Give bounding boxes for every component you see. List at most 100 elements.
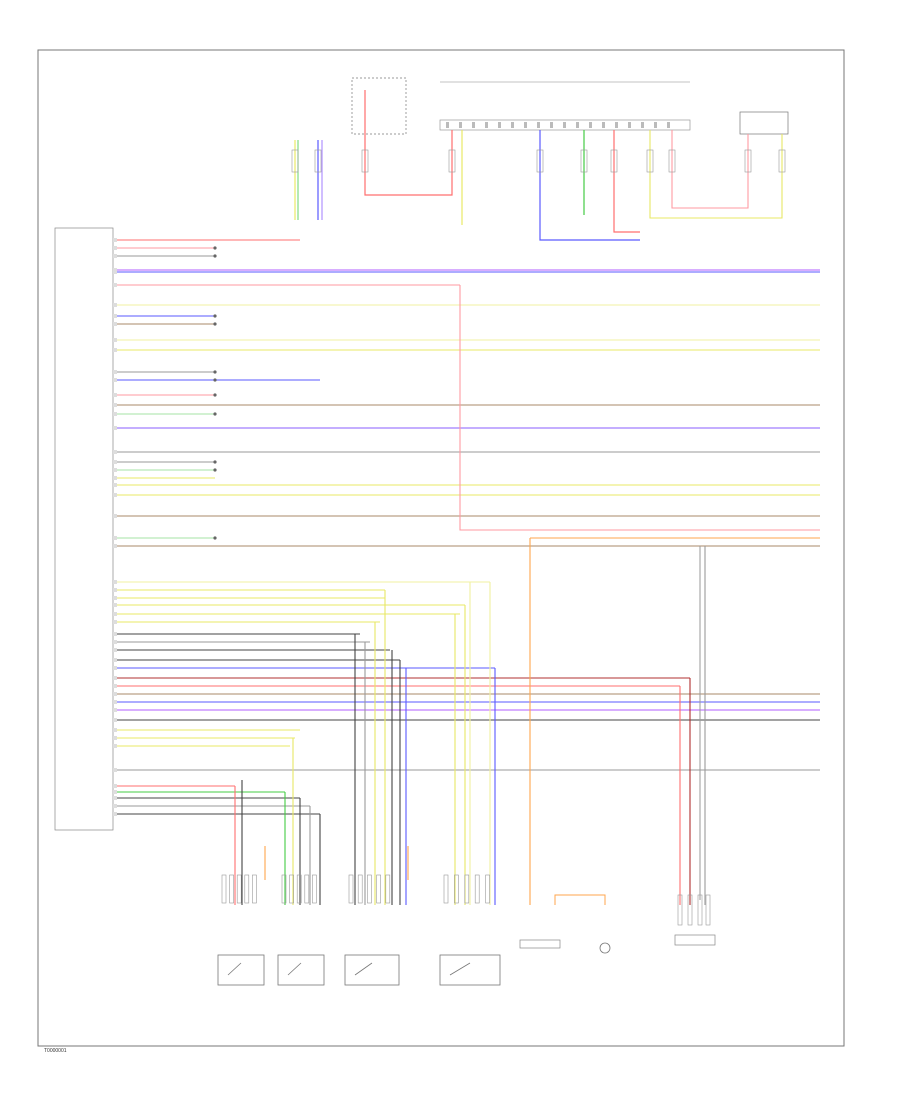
component-connector: [677, 894, 683, 926]
connector-plug: [536, 149, 544, 173]
module-pin: [113, 612, 117, 616]
module-pin: [113, 708, 117, 712]
splice-dot: [213, 468, 217, 472]
component-connector: [296, 874, 302, 904]
module-pin: [113, 768, 117, 772]
wire-red-feed: [364, 90, 453, 196]
component-connector: [376, 874, 381, 904]
module-pin: [113, 536, 117, 540]
splice-dot: [213, 460, 217, 464]
splice-dot: [213, 314, 217, 318]
connector-plug: [610, 149, 618, 173]
module-pin: [113, 784, 117, 788]
connector-pin: [615, 122, 618, 128]
module-pin: [113, 596, 117, 600]
splice-dot: [213, 322, 217, 326]
connector-pin: [498, 122, 501, 128]
component-connector: [474, 874, 480, 904]
switch-symbol: [449, 962, 471, 976]
module-pin: [113, 314, 117, 318]
component-connector: [312, 874, 317, 904]
component-connector: [289, 874, 294, 904]
module-pin: [113, 514, 117, 518]
connector-plug: [291, 149, 299, 173]
module-pin: [113, 370, 117, 374]
sensor-symbol: [599, 942, 611, 954]
component-connector: [367, 874, 372, 904]
power-distribution-box: [351, 77, 407, 135]
module-pin: [113, 378, 117, 382]
module-pin: [113, 736, 117, 740]
wire-blue-connector: [539, 130, 640, 241]
module-pin: [113, 700, 117, 704]
module-pin: [113, 270, 117, 274]
switch-symbol: [227, 962, 242, 976]
module-pin: [113, 283, 117, 287]
connector-pin: [485, 122, 488, 128]
module-pin: [113, 640, 117, 644]
connector-plug: [361, 149, 369, 173]
component-connector: [464, 874, 470, 904]
connector-pin: [550, 122, 553, 128]
splice-dot: [213, 370, 217, 374]
component-connector: [687, 894, 693, 926]
top-right-sensor-box: [739, 111, 789, 135]
component-connector: [252, 874, 257, 904]
module-pin: [113, 468, 117, 472]
sensor-connector: [519, 939, 561, 949]
switch-component-box: [344, 954, 400, 986]
connector-pin: [472, 122, 475, 128]
connector-plug: [580, 149, 588, 173]
module-pin: [113, 254, 117, 258]
switch-component-box: [277, 954, 325, 986]
module-pin: [113, 684, 117, 688]
module-pin: [113, 812, 117, 816]
component-connector: [443, 874, 449, 904]
module-pin: [113, 588, 117, 592]
module-pin: [113, 450, 117, 454]
connector-plug: [668, 149, 676, 173]
connector-pin: [602, 122, 605, 128]
splice-dot: [213, 412, 217, 416]
module-pin: [113, 580, 117, 584]
module-pin: [113, 666, 117, 670]
connector-pin: [511, 122, 514, 128]
module-pin: [113, 603, 117, 607]
connector-pin: [654, 122, 657, 128]
component-connector: [281, 874, 287, 904]
module-pin: [113, 426, 117, 430]
component-connector: [385, 874, 391, 904]
switch-symbol: [287, 962, 302, 976]
wire-red-connector: [613, 130, 640, 233]
module-pin: [113, 460, 117, 464]
component-connector: [454, 874, 459, 904]
module-pin: [113, 412, 117, 416]
component-connector: [697, 894, 703, 926]
module-pin: [113, 544, 117, 548]
component-connector: [236, 874, 242, 904]
component-connector: [221, 874, 227, 904]
module-pin: [113, 348, 117, 352]
splice-dot: [213, 536, 217, 540]
sensor-connector: [674, 934, 716, 946]
splice-dot: [213, 393, 217, 397]
splice-dot: [213, 246, 217, 250]
connector-pin: [576, 122, 579, 128]
switch-component-box: [439, 954, 501, 986]
connector-pin: [589, 122, 592, 128]
module-pin: [113, 648, 117, 652]
module-pin: [113, 796, 117, 800]
module-pin: [113, 238, 117, 242]
module-pin: [113, 338, 117, 342]
bottom-component-group: [217, 874, 716, 986]
bottom-wire-group: [234, 538, 706, 905]
module-pin: [113, 620, 117, 624]
connector-pin: [459, 122, 462, 128]
connector-pin: [524, 122, 527, 128]
module-pin: [113, 493, 117, 497]
component-connector: [485, 874, 490, 904]
component-connector: [705, 894, 711, 926]
junction-block-connector: [439, 119, 691, 131]
